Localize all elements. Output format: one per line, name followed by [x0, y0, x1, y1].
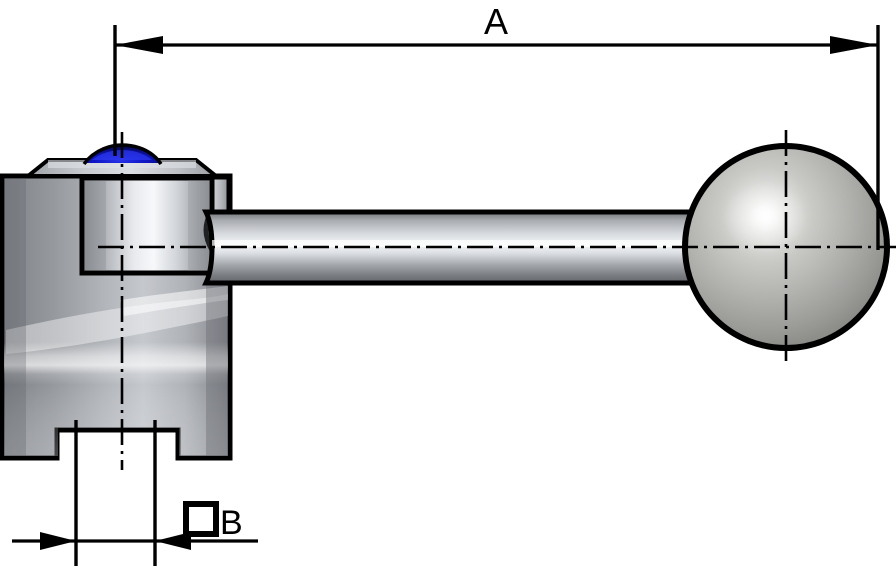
dim-b-square-symbol — [183, 501, 219, 537]
dim-b-label: B — [220, 504, 243, 542]
body-specular-highlight — [120, 286, 228, 316]
body-specular-streak — [6, 294, 228, 354]
dim-a-label: A — [484, 1, 508, 42]
body-left-shadow — [4, 178, 26, 456]
ball-specular-highlight — [723, 181, 807, 253]
dim-a-arrow-left — [115, 36, 163, 54]
dim-b-arrow-right — [155, 532, 191, 550]
lever-shaft — [201, 209, 793, 286]
lever-hub — [79, 175, 230, 276]
body-reflection-band — [4, 278, 228, 456]
hub-left-shadow — [84, 180, 106, 271]
shaft-specular-line — [212, 240, 784, 247]
dim-a-arrow-right — [830, 36, 878, 54]
shaft-body — [201, 209, 793, 286]
dim-b-arrow-left — [40, 532, 76, 550]
dimension-b-group: B — [12, 420, 258, 566]
dimension-a-group: A — [113, 1, 880, 250]
hub-right-shadow — [188, 180, 210, 271]
